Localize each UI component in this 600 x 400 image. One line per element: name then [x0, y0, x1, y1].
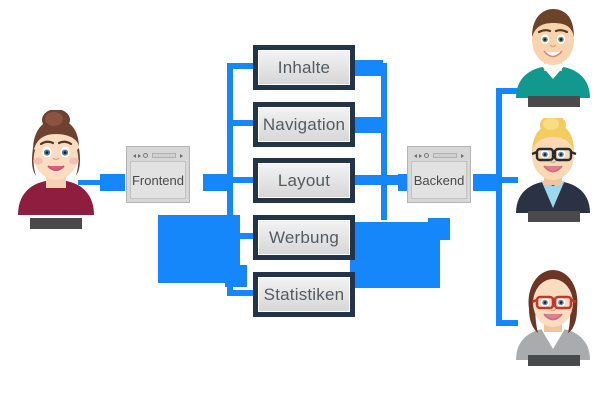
- module-label-werbung: Werbung: [268, 227, 340, 247]
- module-label-statistiken: Statistiken: [263, 284, 345, 304]
- window-titlebar-backend: [411, 150, 467, 161]
- module-box-layout[interactable]: Layout: [253, 158, 355, 203]
- connector-trunk-to-navigation: [227, 120, 255, 126]
- module-label-inhalte: Inhalte: [277, 57, 331, 77]
- connector-trunk-to-layout: [203, 177, 255, 183]
- connector-trunk-to-person-top: [496, 88, 518, 94]
- avatar-namebar: [528, 96, 580, 107]
- avatar-backend-user-3[interactable]: [510, 265, 596, 366]
- connector-backend-out-arrow: [473, 174, 499, 191]
- module-label-layout: Layout: [277, 170, 331, 190]
- window-body-frontend: Frontend: [130, 161, 186, 199]
- connector-navigation-out: [355, 117, 383, 133]
- connector-layout-out: [355, 175, 400, 185]
- module-box-werbung[interactable]: Werbung: [253, 215, 355, 260]
- module-box-statistiken[interactable]: Statistiken: [253, 272, 355, 317]
- back-arrow-icon: [414, 153, 417, 158]
- window-body-backend: Backend: [411, 161, 467, 199]
- window-label-backend: Backend: [413, 172, 465, 188]
- module-box-inhalte[interactable]: Inhalte: [253, 45, 355, 90]
- window-titlebar-frontend: [130, 150, 186, 161]
- connector-trunk-to-inhalte: [227, 63, 255, 69]
- module-label-navigation: Navigation: [262, 114, 346, 134]
- avatar-backend-user-2[interactable]: [510, 115, 596, 222]
- avatar-frontend-user[interactable]: [10, 109, 102, 229]
- address-bar: [152, 153, 176, 158]
- connector-trunk-to-person-middle: [496, 177, 518, 183]
- address-bar: [433, 153, 457, 158]
- go-arrow-icon: [461, 153, 464, 158]
- connector-inhalte-out: [355, 60, 383, 76]
- connector-trunk-to-person-bottom: [496, 320, 518, 326]
- reload-icon: [424, 153, 429, 158]
- connector-left-block-tab: [225, 265, 247, 287]
- avatar-namebar: [528, 211, 580, 222]
- forward-arrow-icon: [138, 153, 141, 158]
- go-arrow-icon: [180, 153, 183, 158]
- connector-trunk-to-statistiken: [227, 290, 255, 296]
- connector-trunk-to-werbung: [227, 233, 255, 239]
- avatar-namebar: [30, 218, 82, 229]
- window-label-frontend: Frontend: [131, 172, 185, 188]
- connector-right-collect-vertical: [381, 63, 387, 220]
- connector-right-block: [350, 222, 440, 288]
- connector-user-to-frontend-arrow: [100, 174, 125, 191]
- window-box-backend[interactable]: Backend: [407, 146, 471, 203]
- connector-user-to-frontend-line: [78, 180, 108, 185]
- avatar-namebar: [528, 355, 580, 366]
- avatar-backend-user-1[interactable]: [510, 3, 596, 107]
- back-arrow-icon: [133, 153, 136, 158]
- connector-right-block-tab: [428, 218, 450, 240]
- module-box-navigation[interactable]: Navigation: [253, 102, 355, 147]
- connector-people-trunk-vertical: [496, 88, 502, 326]
- forward-arrow-icon: [419, 153, 422, 158]
- reload-icon: [143, 153, 148, 158]
- window-box-frontend[interactable]: Frontend: [126, 146, 190, 203]
